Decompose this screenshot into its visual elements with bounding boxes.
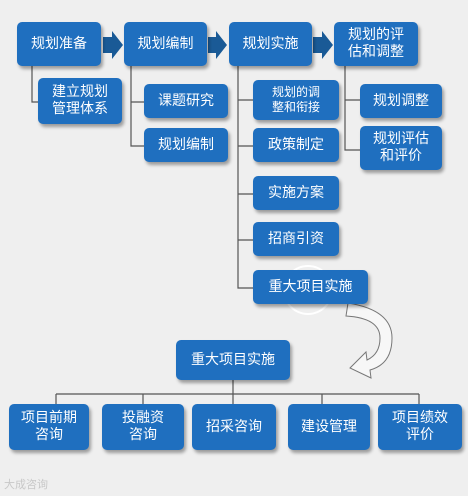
task-box-plan-evaluation: 规划评估 和评价 [360,126,442,170]
detail-root-major-projects: 重大项目实施 [176,340,290,380]
task-box-investment-attraction: 招商引资 [253,222,339,256]
stage-box-evaluation-adjustment: 规划的评 估和调整 [334,22,418,66]
task-box-adjust-coordinate: 规划的调 整和衔接 [253,80,339,120]
connector-detail-tree [55,380,420,404]
arrow-stage2-to-stage3 [208,31,227,59]
arrow-stage3-to-stage4 [313,31,333,59]
stage-box-planning-prep: 规划准备 [17,22,101,66]
task-box-drafting: 规划编制 [144,128,228,162]
connector-stage4 [344,64,360,151]
detail-box-financing-consulting: 投融资 咨询 [102,404,184,450]
detail-box-construction-management: 建设管理 [288,404,370,450]
task-box-plan-adjustment: 规划调整 [360,84,442,118]
task-box-research: 课题研究 [144,84,228,118]
connector-stage3 [237,64,253,289]
detail-box-procurement-consulting: 招采咨询 [192,404,276,450]
task-box-implementation-plan: 实施方案 [253,176,339,210]
task-box-policy-making: 政策制定 [253,128,339,162]
stage-box-planning-implementation: 规划实施 [229,22,312,66]
detail-box-preliminary-consulting: 项目前期 咨询 [9,404,89,450]
connector-stage2 [130,64,144,147]
callout-arrow [345,302,393,379]
task-box-major-projects: 重大项目实施 [253,270,368,304]
connector-stage1 [31,64,38,103]
watermark: 大成咨询 [4,478,48,491]
detail-box-performance-evaluation: 项目绩效 评价 [378,404,462,450]
task-box-management-system: 建立规划 管理体系 [38,78,122,124]
arrow-stage1-to-stage2 [103,31,123,59]
stage-box-planning-drafting: 规划编制 [124,22,207,66]
